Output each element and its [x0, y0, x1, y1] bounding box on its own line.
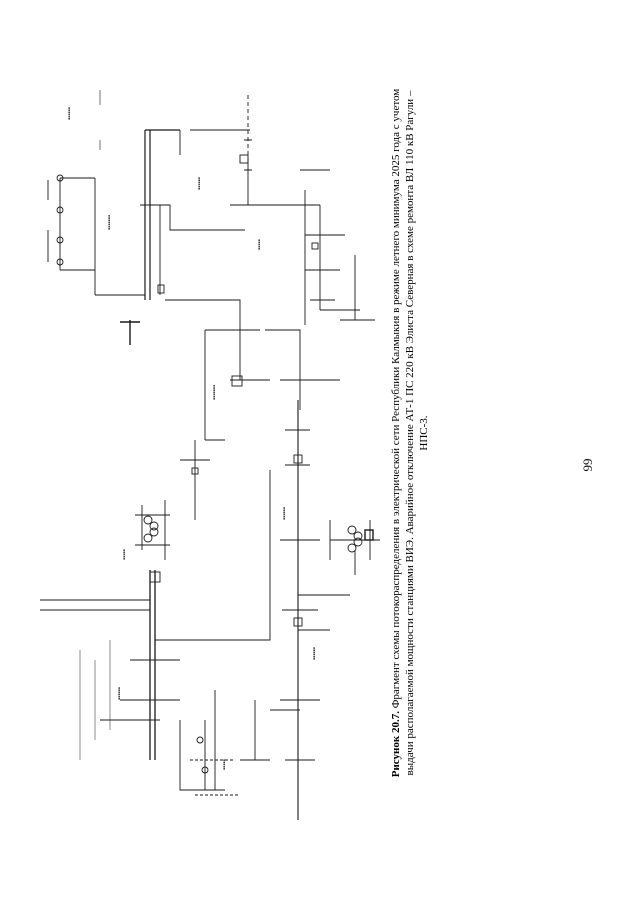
page-number: 99	[580, 458, 595, 472]
svg-text:▪▪▪▪▪▪▪: ▪▪▪▪▪▪▪	[212, 385, 216, 400]
figure-caption: Рисунок 20.7. Фрагмент схемы потокораспр…	[389, 78, 431, 788]
figure-caption-label: Рисунок 20.7.	[390, 711, 402, 778]
svg-text:▪▪▪▪▪: ▪▪▪▪▪	[257, 239, 261, 250]
svg-text:▪▪▪▪▪▪: ▪▪▪▪▪▪	[282, 507, 286, 520]
svg-text:▪▪▪▪▪▪: ▪▪▪▪▪▪	[117, 687, 121, 700]
svg-text:▪▪▪▪▪: ▪▪▪▪▪	[122, 549, 126, 560]
svg-text:▪▪▪▪▪: ▪▪▪▪▪	[222, 759, 226, 770]
svg-text:▪▪▪▪▪▪: ▪▪▪▪▪▪	[312, 647, 316, 660]
figure-caption-text: Фрагмент схемы потокораспределения в эле…	[390, 88, 430, 776]
svg-text:▪▪▪▪▪▪: ▪▪▪▪▪▪	[67, 107, 71, 120]
svg-text:▪▪▪▪▪▪▪: ▪▪▪▪▪▪▪	[107, 215, 111, 230]
figure-caption-container: Рисунок 20.7. Фрагмент схемы потокораспр…	[390, 73, 430, 793]
svg-text:▪▪▪▪▪▪: ▪▪▪▪▪▪	[197, 177, 201, 190]
